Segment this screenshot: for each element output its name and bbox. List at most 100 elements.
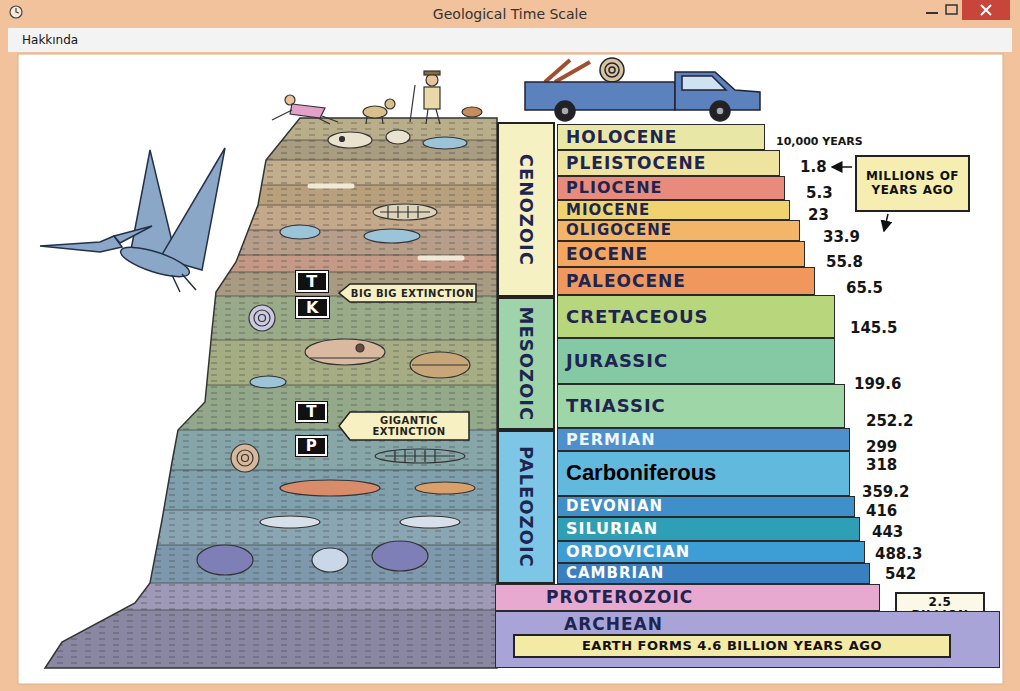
pterosaur bbox=[160, 148, 225, 270]
time-band: HOLOCENE bbox=[557, 124, 765, 150]
fossils bbox=[420, 256, 462, 261]
pterosaur bbox=[172, 274, 196, 292]
age-number: 542 bbox=[885, 566, 916, 583]
cliff-outline bbox=[45, 118, 497, 668]
fossils bbox=[305, 339, 385, 365]
era-column-label: PALEOZOIC bbox=[516, 446, 536, 568]
boundary-tag: T bbox=[296, 271, 328, 292]
era-column-label: CENOZOIC bbox=[516, 153, 536, 265]
time-band-label: DEVONIAN bbox=[566, 498, 663, 515]
window-frame bbox=[10, 6, 22, 18]
time-band-label: MIOCENE bbox=[566, 202, 650, 219]
fossils bbox=[280, 225, 320, 239]
fossils bbox=[254, 310, 270, 326]
time-band-label: SILURIAN bbox=[566, 520, 658, 538]
fossils bbox=[328, 132, 372, 148]
time-band: JURASSIC bbox=[557, 338, 835, 384]
fossil-hunters bbox=[424, 71, 440, 75]
fossils bbox=[340, 137, 345, 142]
time-band-label: JURASSIC bbox=[566, 351, 668, 371]
fossil-hunters bbox=[385, 99, 395, 109]
cliff-strata bbox=[0, 140, 497, 610]
window-frame bbox=[8, 28, 1012, 52]
fossils bbox=[280, 480, 380, 496]
fossils bbox=[380, 206, 430, 218]
boundary-tag: P bbox=[296, 436, 327, 456]
time-band: SILURIAN bbox=[557, 517, 860, 541]
era-column-label: MESOZOIC bbox=[516, 306, 536, 421]
era-column: PALEOZOIC bbox=[497, 430, 555, 584]
time-band-label: CAMBRIAN bbox=[566, 565, 664, 582]
pickup-truck bbox=[545, 60, 590, 82]
time-band-label: ARCHEAN bbox=[564, 615, 663, 634]
time-band: DEVONIAN bbox=[557, 496, 855, 517]
age-number: 65.5 bbox=[846, 280, 883, 297]
time-band-label: TRIASSIC bbox=[566, 396, 666, 416]
note-box-label: EARTH FORMS 4.6 BILLION YEARS AGO bbox=[582, 639, 882, 653]
fossils bbox=[242, 455, 249, 462]
fossils bbox=[197, 545, 253, 575]
window-title: Geological Time Scale bbox=[0, 6, 1020, 22]
fossils bbox=[410, 352, 470, 378]
time-band: PLIOCENE bbox=[557, 176, 785, 200]
fossil-hunters bbox=[272, 71, 482, 124]
window-frame bbox=[981, 5, 991, 15]
callout-shape bbox=[339, 284, 476, 302]
fossils bbox=[412, 364, 468, 365]
fossils bbox=[375, 449, 465, 463]
age-number: 359.2 bbox=[862, 484, 909, 501]
fossil-hunters bbox=[426, 74, 438, 86]
fossils bbox=[231, 444, 259, 472]
fossil-hunters bbox=[285, 95, 295, 105]
time-band-label: HOLOCENE bbox=[566, 128, 677, 147]
age-number: 33.9 bbox=[823, 229, 860, 246]
note-box: EARTH FORMS 4.6 BILLION YEARS AGO bbox=[513, 634, 951, 658]
time-band-label: PALEOCENE bbox=[566, 272, 686, 291]
time-band: PLEISTOCENE bbox=[557, 150, 780, 176]
time-band: EOCENE bbox=[557, 241, 805, 267]
time-band: CRETACEOUS bbox=[557, 295, 835, 338]
time-band-label: Carboniferous bbox=[566, 461, 716, 485]
boundary-tag-label: T bbox=[306, 273, 317, 291]
boundary-tag-label: P bbox=[306, 438, 318, 455]
fossils bbox=[400, 516, 460, 528]
time-band: PROTEROZOIC bbox=[495, 584, 880, 611]
pickup-truck bbox=[561, 107, 569, 115]
boundary-tag-label: K bbox=[306, 299, 319, 317]
time-band-label: EOCENE bbox=[566, 245, 648, 264]
fossil-hunters bbox=[290, 104, 325, 118]
cliff-strata bbox=[0, 118, 497, 668]
fossils bbox=[249, 305, 275, 331]
fossils bbox=[372, 541, 428, 571]
time-band-label: CRETACEOUS bbox=[566, 307, 709, 327]
time-band-label: OLIGOCENE bbox=[566, 222, 672, 239]
pterosaur bbox=[40, 148, 225, 292]
fossils bbox=[310, 357, 380, 358]
fossils bbox=[415, 482, 475, 494]
boundary-tag-label: T bbox=[306, 404, 317, 421]
extinction-callout-label: BIG BIG EXTINCTION bbox=[351, 288, 474, 299]
note-box: MILLIONS OF YEARS AGO bbox=[855, 155, 970, 212]
pickup-truck bbox=[716, 107, 724, 115]
age-number: 1.8 bbox=[800, 159, 827, 176]
time-band: TRIASSIC bbox=[557, 384, 845, 428]
time-band: OLIGOCENE bbox=[557, 220, 800, 241]
age-number: 10,000 YEARS bbox=[776, 136, 863, 149]
age-number: 199.6 bbox=[854, 376, 901, 393]
fossils bbox=[197, 130, 475, 575]
window-frame bbox=[16, 8, 19, 13]
pterosaur bbox=[40, 236, 122, 252]
age-number: 252.2 bbox=[866, 413, 913, 430]
era-column: CENOZOIC bbox=[497, 122, 555, 297]
menu-item: Hakkında bbox=[22, 34, 78, 48]
fossils bbox=[364, 229, 420, 243]
fossils bbox=[356, 344, 364, 352]
pickup-truck bbox=[605, 63, 619, 77]
time-band: Carboniferous bbox=[557, 451, 850, 496]
window-frame bbox=[926, 12, 938, 14]
fossils bbox=[386, 130, 410, 144]
time-band-label: PLIOCENE bbox=[566, 179, 662, 197]
